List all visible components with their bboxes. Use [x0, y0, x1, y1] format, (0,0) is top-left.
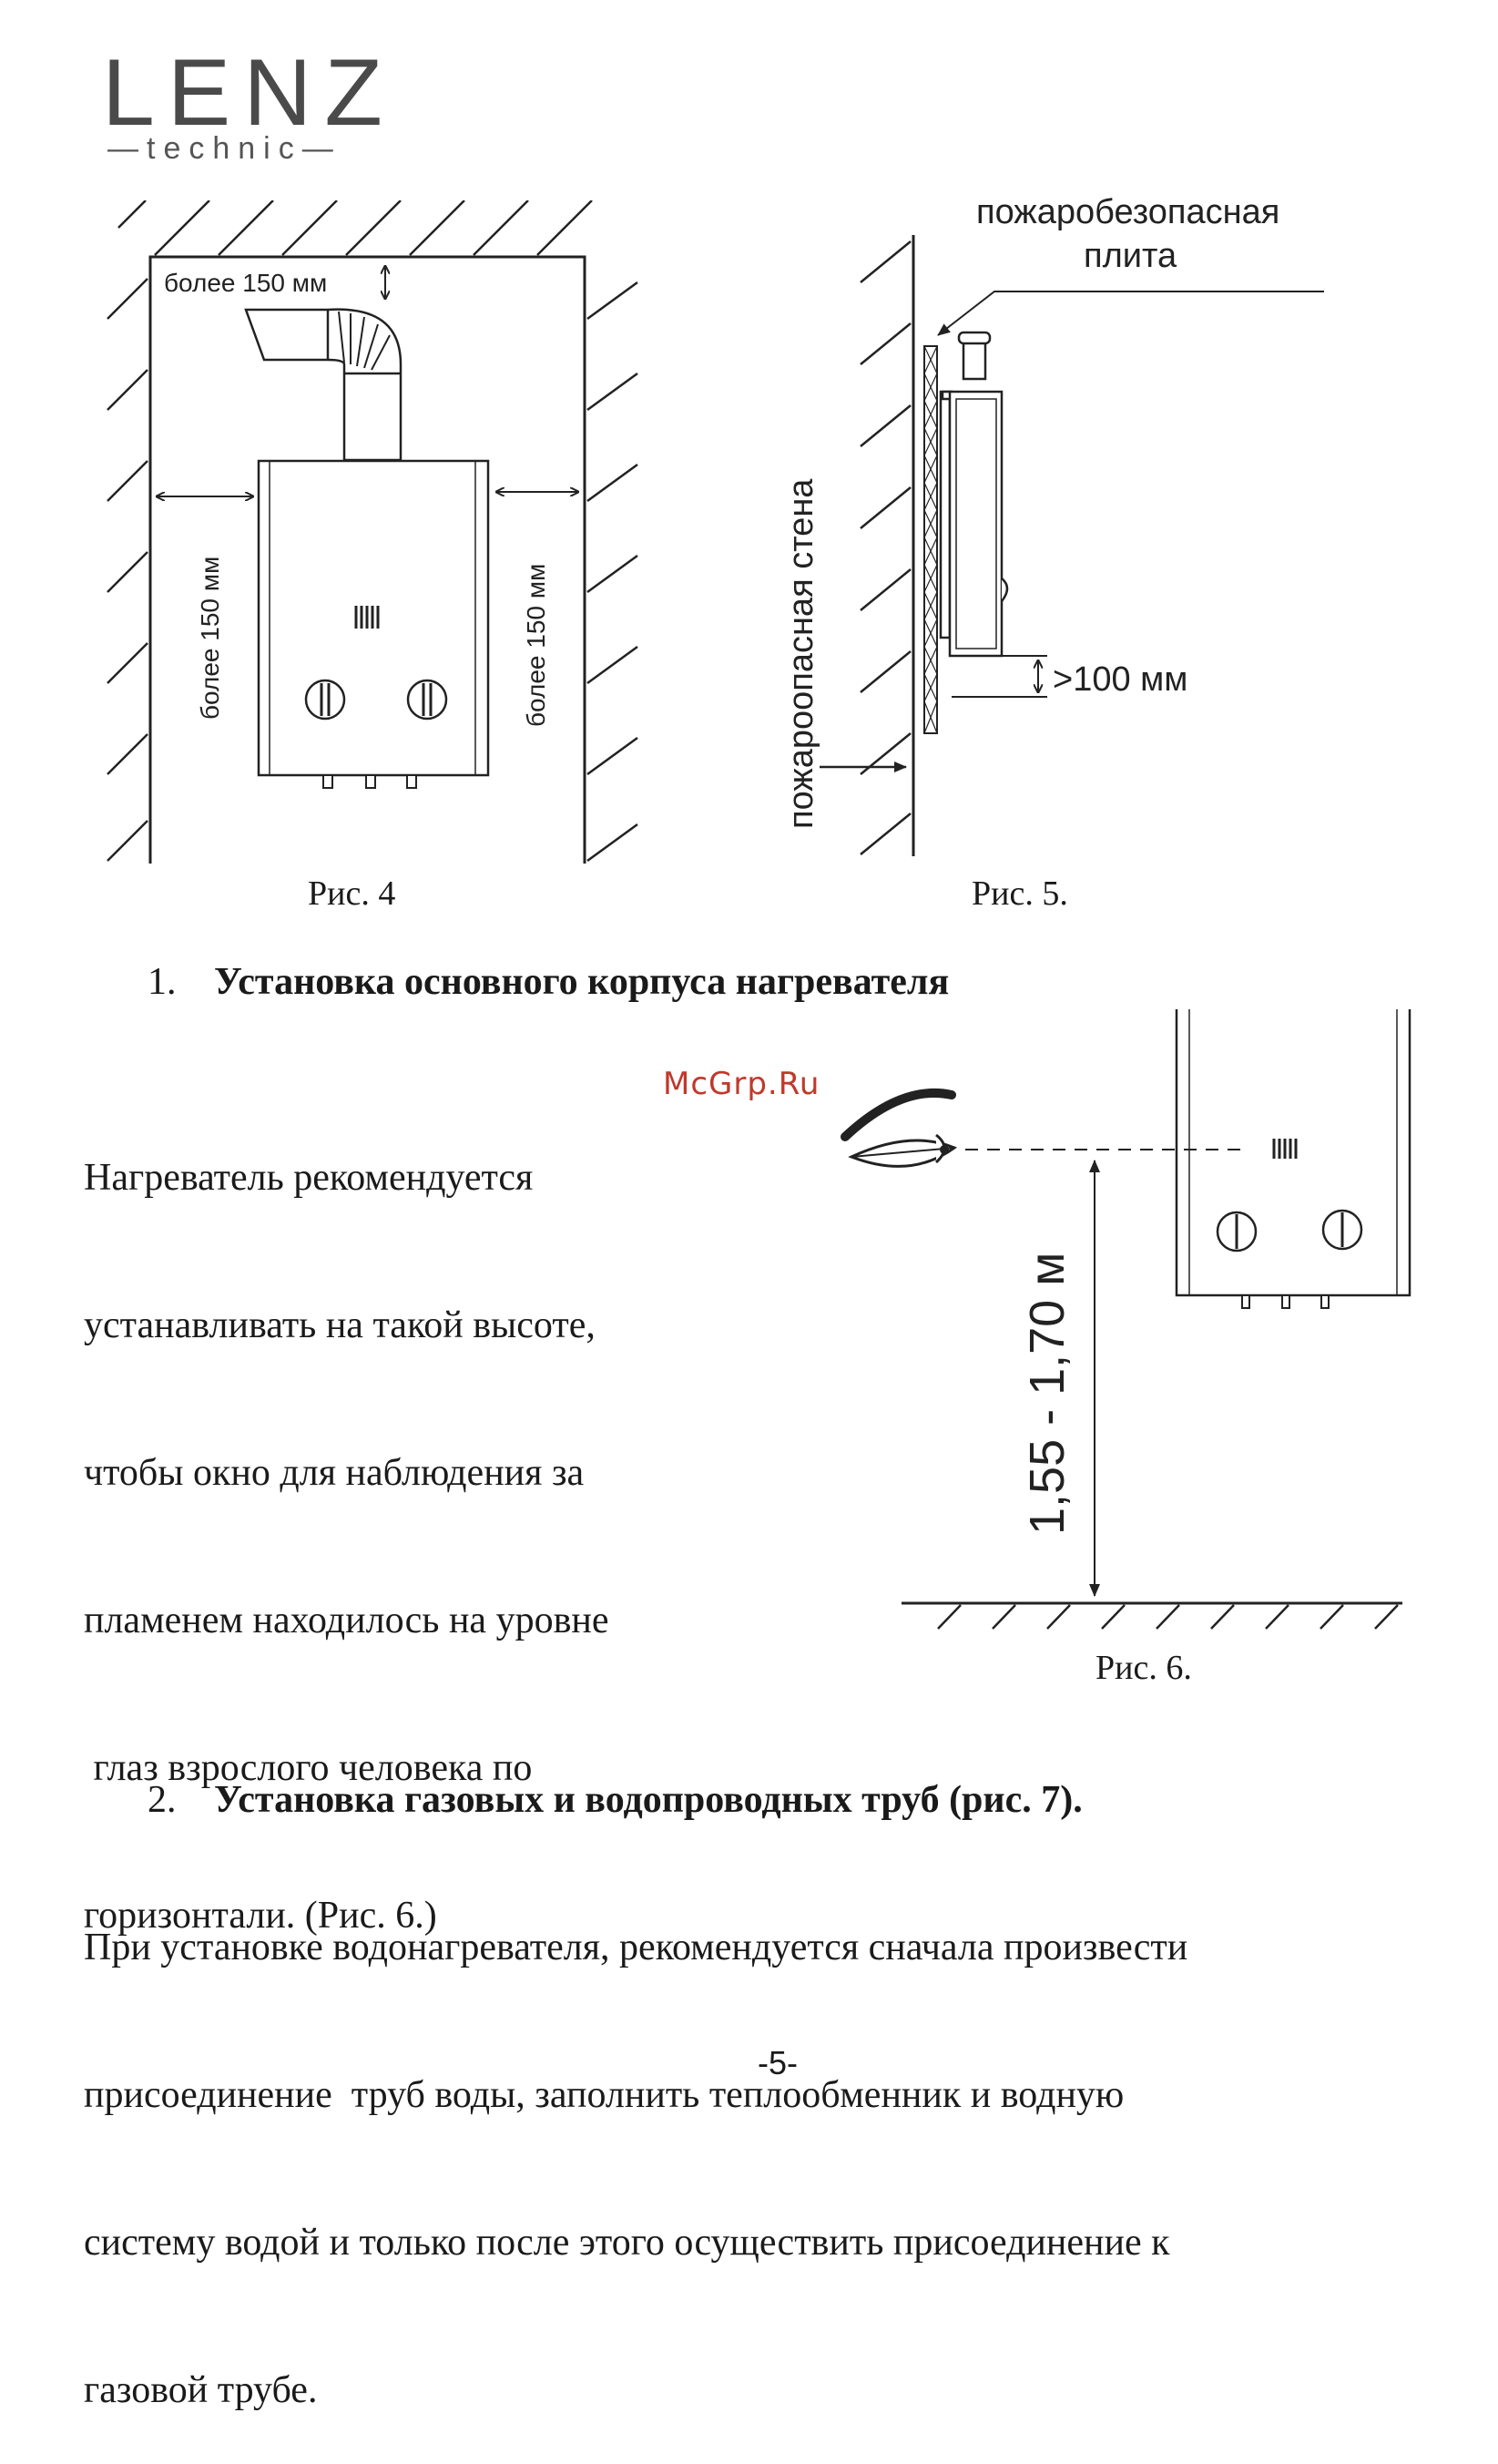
section-2-number: 2.: [148, 1779, 177, 1821]
brand-logo: LENZ: [102, 40, 395, 146]
figure-5-diagram: >100 мм пожаробезопасная плита пожароопа…: [782, 193, 1324, 856]
page-number: -5-: [758, 2044, 798, 2081]
paragraph-line: присоединение труб воды, заполнить тепло…: [84, 2074, 1125, 2116]
paragraph-line: При установке водонагревателя, рекоменду…: [84, 1927, 1188, 1968]
figure-6-caption: Рис. 6.: [1095, 1649, 1192, 1687]
figure-6-diagram: 1,55 - 1,70 м: [841, 1009, 1411, 1630]
brand-logo-sub: —technic—: [107, 131, 341, 166]
section-1-number: 1.: [148, 961, 177, 1003]
figure-4-diagram: более 150 мм более 150 мм более 150 мм: [107, 200, 638, 864]
paragraph-line: горизонтали. (Рис. 6.): [84, 1895, 437, 1937]
section-1-title: Установка основного корпуса нагревателя: [214, 961, 950, 1003]
paragraph-line: чтобы окно для наблюдения за: [84, 1452, 585, 1494]
fig4-right-clearance-label: более 150 мм: [522, 564, 550, 727]
paragraph-line: пламенем находилось на уровне: [84, 1600, 609, 1641]
paragraph-line: Нагреватель рекомендуется: [84, 1157, 534, 1199]
paragraph-line: глаз взрослого человека по: [84, 1747, 533, 1789]
paragraph-line: устанавливать на такой высоте,: [84, 1304, 596, 1346]
paragraph-line: систему водой и только после этого осуще…: [84, 2222, 1170, 2264]
figure-5-caption: Рис. 5.: [972, 874, 1068, 913]
section-2-paragraph: При установке водонагревателя, рекоменду…: [84, 1825, 1187, 2464]
fig5-gap-label: >100 мм: [1053, 660, 1187, 699]
fig5-plate-label-line2: плита: [1084, 237, 1177, 275]
fig6-height-label: 1,55 - 1,70 м: [1020, 1252, 1075, 1535]
paragraph-line: газовой трубе.: [84, 2369, 318, 2411]
section-1-paragraph: Нагреватель рекомендуется устанавливать …: [84, 1055, 609, 1989]
watermark: McGrp.Ru: [663, 1066, 820, 1102]
fig5-wall-label: пожароопасная стена: [782, 478, 820, 829]
eye-icon: [841, 1088, 958, 1168]
figure-4-caption: Рис. 4: [308, 874, 396, 913]
fig5-plate-label-line1: пожаробезопасная: [976, 193, 1279, 231]
section-2-title: Установка газовых и водопроводных труб (…: [214, 1779, 1083, 1821]
fig4-left-clearance-label: более 150 мм: [196, 557, 224, 720]
fig4-top-clearance-label: более 150 мм: [164, 269, 327, 297]
